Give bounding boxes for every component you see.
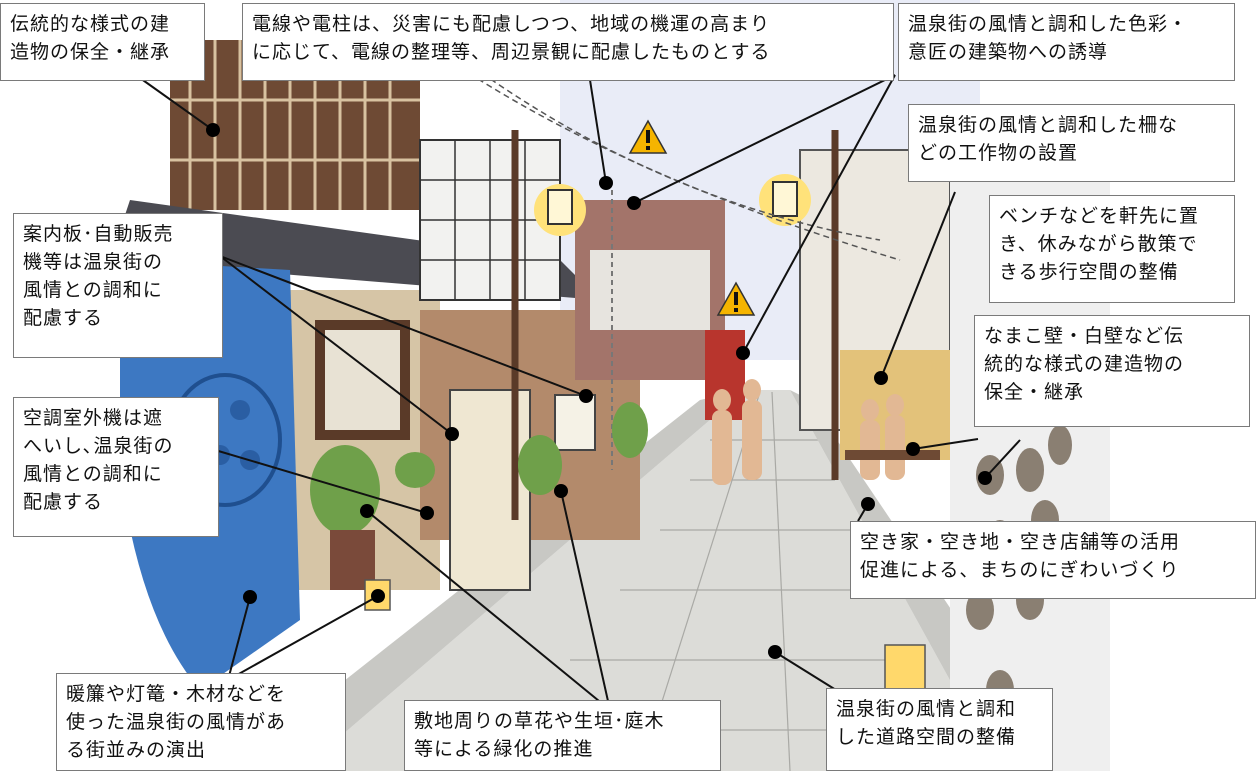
pedestrians — [712, 379, 905, 485]
callout-building-color-design: 温泉街の風情と調和した色彩・ 意匠の建築物への誘導 — [898, 3, 1235, 81]
mid-upper-grid — [420, 140, 560, 300]
leader-dots — [206, 123, 992, 659]
callout-fences-structures: 温泉街の風情と調和した柵な どの工作物の設置 — [908, 104, 1235, 182]
road-surface — [300, 390, 1000, 771]
callout-signboards-vending: 案内板･自動販売 機等は温泉街の 風情との調和に 配慮する — [13, 213, 223, 358]
callout-greening: 敷地周りの草花や生垣･庭木 等による緑化の推進 — [404, 700, 721, 771]
callout-vacant-use: 空き家・空き地・空き店舗等の活用 促進による、まちのにぎわいづくり — [850, 521, 1256, 599]
road-lines — [500, 391, 960, 771]
callout-traditional-buildings: 伝統的な様式の建 造物の保全・継承 — [0, 3, 205, 81]
lantern-right — [772, 181, 798, 217]
callout-namako-walls: なまこ壁・白壁など伝 統的な様式の建造物の 保全・継承 — [974, 315, 1250, 427]
callout-road-space: 温泉街の風情と調和 した道路空間の整備 — [826, 688, 1053, 771]
far-building-windows — [590, 250, 710, 330]
warning-icon — [628, 119, 668, 154]
electric-wire-2 — [449, 49, 881, 241]
callout-aircon-units: 空調室外機は遮 へいし､温泉街の 風情との調和に 配慮する — [13, 397, 219, 537]
warning-icon — [716, 281, 756, 316]
callout-utility-poles: 電線や電柱は、災害にも配慮しつつ、地域の機運の高まり に応じて、電線の整理等、周… — [242, 3, 894, 81]
bench — [845, 450, 940, 460]
callout-benches-walkway: ベンチなどを軒先に置 き、休みながら散策で きる歩行空間の整備 — [989, 195, 1235, 303]
sign-board — [554, 394, 596, 451]
lantern-right-ground — [884, 644, 926, 696]
callout-noren-lanterns: 暖簾や灯篭・木材などを 使った温泉街の風情があ る街並みの演出 — [56, 673, 346, 771]
lantern-left — [547, 189, 573, 225]
leader-lines — [139, 74, 1021, 711]
